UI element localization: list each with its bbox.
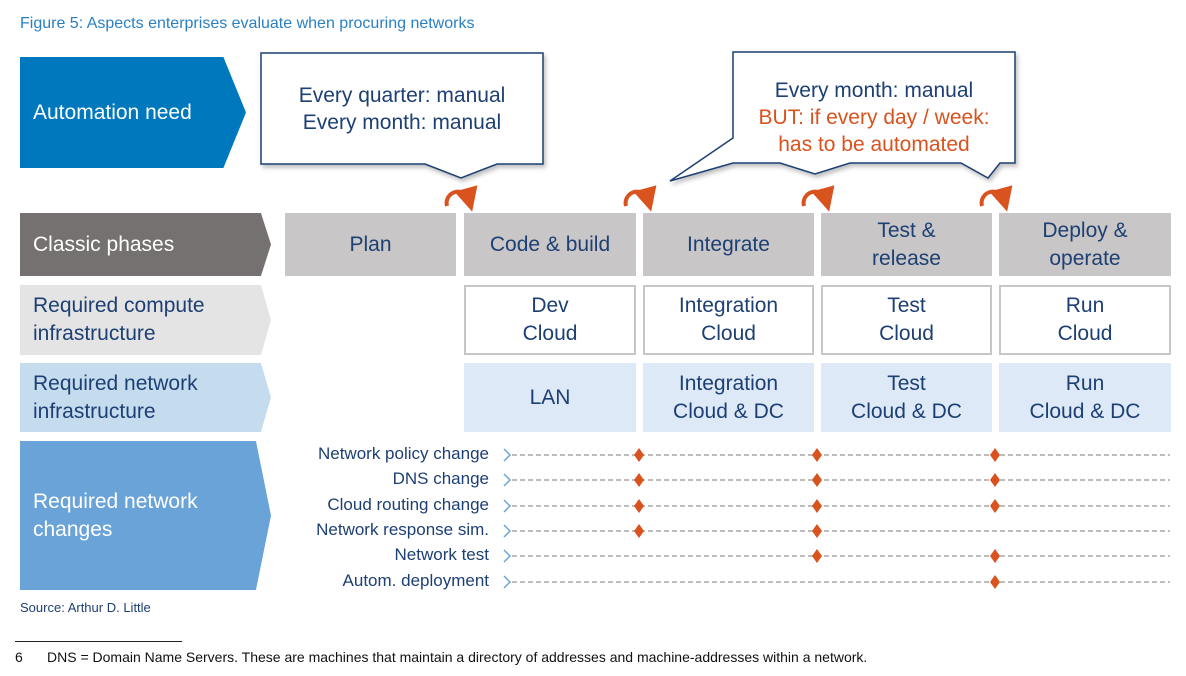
change-label: Network policy change bbox=[317, 444, 489, 463]
change-label: Autom. deployment bbox=[342, 571, 489, 590]
change-label: Cloud routing change bbox=[327, 495, 489, 514]
callout-left-text: Every quarter: manual Every month: manua… bbox=[261, 82, 543, 136]
phase-plan: Plan bbox=[285, 213, 456, 276]
change-label: DNS change bbox=[392, 469, 489, 488]
row-chevron-icon bbox=[503, 473, 512, 487]
change-marker-diamond bbox=[990, 549, 1000, 563]
change-marker-diamond bbox=[812, 549, 822, 563]
change-marker-diamond bbox=[990, 499, 1000, 513]
footnote: 6 DNS = Domain Name Servers. These are ma… bbox=[15, 649, 867, 665]
change-lines bbox=[503, 448, 1170, 589]
row-header-label: infrastructure bbox=[33, 322, 156, 345]
cycle-arrow-icons bbox=[444, 185, 1013, 212]
change-marker-diamond bbox=[990, 473, 1000, 487]
callout-line-warning: BUT: if every day / week: bbox=[758, 106, 990, 129]
row-header-classic-phases: Classic phases bbox=[20, 213, 271, 276]
callout-line: Every month: manual bbox=[774, 79, 974, 102]
callout-line-warning: has to be automated bbox=[778, 133, 970, 156]
phase-deploy-operate: Deploy & operate bbox=[999, 213, 1171, 276]
row-chevron-icon bbox=[503, 549, 512, 563]
row-header-network-infrastructure: Required network infrastructure bbox=[20, 363, 271, 432]
phase-test-release: Test & release bbox=[821, 213, 992, 276]
change-marker-diamond bbox=[634, 524, 644, 538]
row-header-label: Automation need bbox=[33, 100, 192, 124]
change-marker-diamond bbox=[634, 499, 644, 513]
change-marker-diamond bbox=[812, 499, 822, 513]
compute-integration-cloud: Integration Cloud bbox=[643, 285, 814, 355]
compute-test-cloud: Test Cloud bbox=[821, 285, 992, 355]
row-header-compute-infrastructure: Required compute infrastructure bbox=[20, 285, 271, 355]
network-test: Test Cloud & DC bbox=[821, 363, 992, 432]
phase-code-build: Code & build bbox=[464, 213, 636, 276]
change-label: Network test bbox=[394, 545, 489, 564]
row-header-label: Required compute bbox=[33, 294, 205, 317]
footnote-text: DNS = Domain Name Servers. These are mac… bbox=[47, 649, 868, 665]
phase-integrate: Integrate bbox=[643, 213, 814, 276]
source-note: Source: Arthur D. Little bbox=[20, 600, 151, 615]
compute-run-cloud: Run Cloud bbox=[999, 285, 1171, 355]
change-marker-diamond bbox=[812, 448, 822, 462]
row-chevron-icon bbox=[503, 575, 512, 589]
row-header-label: infrastructure bbox=[33, 399, 156, 423]
callout-bubble-right bbox=[669, 51, 1016, 182]
row-header-label: Required network bbox=[33, 371, 198, 395]
cycle-arrow-icon bbox=[801, 185, 835, 212]
footnote-number: 6 bbox=[15, 649, 23, 665]
cycle-arrow-icon bbox=[444, 185, 478, 212]
row-header-label: Classic phases bbox=[33, 232, 175, 256]
change-marker-diamond bbox=[634, 473, 644, 487]
change-marker-diamond bbox=[812, 524, 822, 538]
row-chevron-icon bbox=[503, 499, 512, 513]
callout-line: Every month: manual bbox=[302, 111, 502, 134]
compute-dev-cloud: Dev Cloud bbox=[464, 285, 636, 355]
change-marker-diamond bbox=[990, 448, 1000, 462]
callout-bubble-left bbox=[260, 52, 544, 179]
network-integration: Integration Cloud & DC bbox=[643, 363, 814, 432]
row-header-automation-need: Automation need bbox=[20, 57, 246, 168]
network-run: Run Cloud & DC bbox=[999, 363, 1171, 432]
callout-right-text: Every month: manual BUT: if every day / … bbox=[733, 77, 1015, 158]
cycle-arrow-icon bbox=[979, 185, 1013, 212]
change-marker-diamond bbox=[634, 448, 644, 462]
figure-title: Figure 5: Aspects enterprises evaluate w… bbox=[20, 15, 475, 32]
footnote-divider bbox=[15, 641, 182, 642]
row-header-label: changes bbox=[33, 517, 113, 541]
change-marker-diamond bbox=[812, 473, 822, 487]
row-chevron-icon bbox=[503, 448, 512, 462]
row-header-network-changes: Required network changes bbox=[20, 441, 271, 590]
callout-line: Every quarter: manual bbox=[298, 84, 506, 107]
cycle-arrow-icon bbox=[623, 185, 657, 212]
change-marker-diamond bbox=[990, 575, 1000, 589]
change-label: Network response sim. bbox=[316, 520, 489, 539]
network-lan: LAN bbox=[464, 363, 636, 432]
row-chevron-icon bbox=[503, 524, 512, 538]
row-header-label: Required network bbox=[33, 489, 198, 513]
